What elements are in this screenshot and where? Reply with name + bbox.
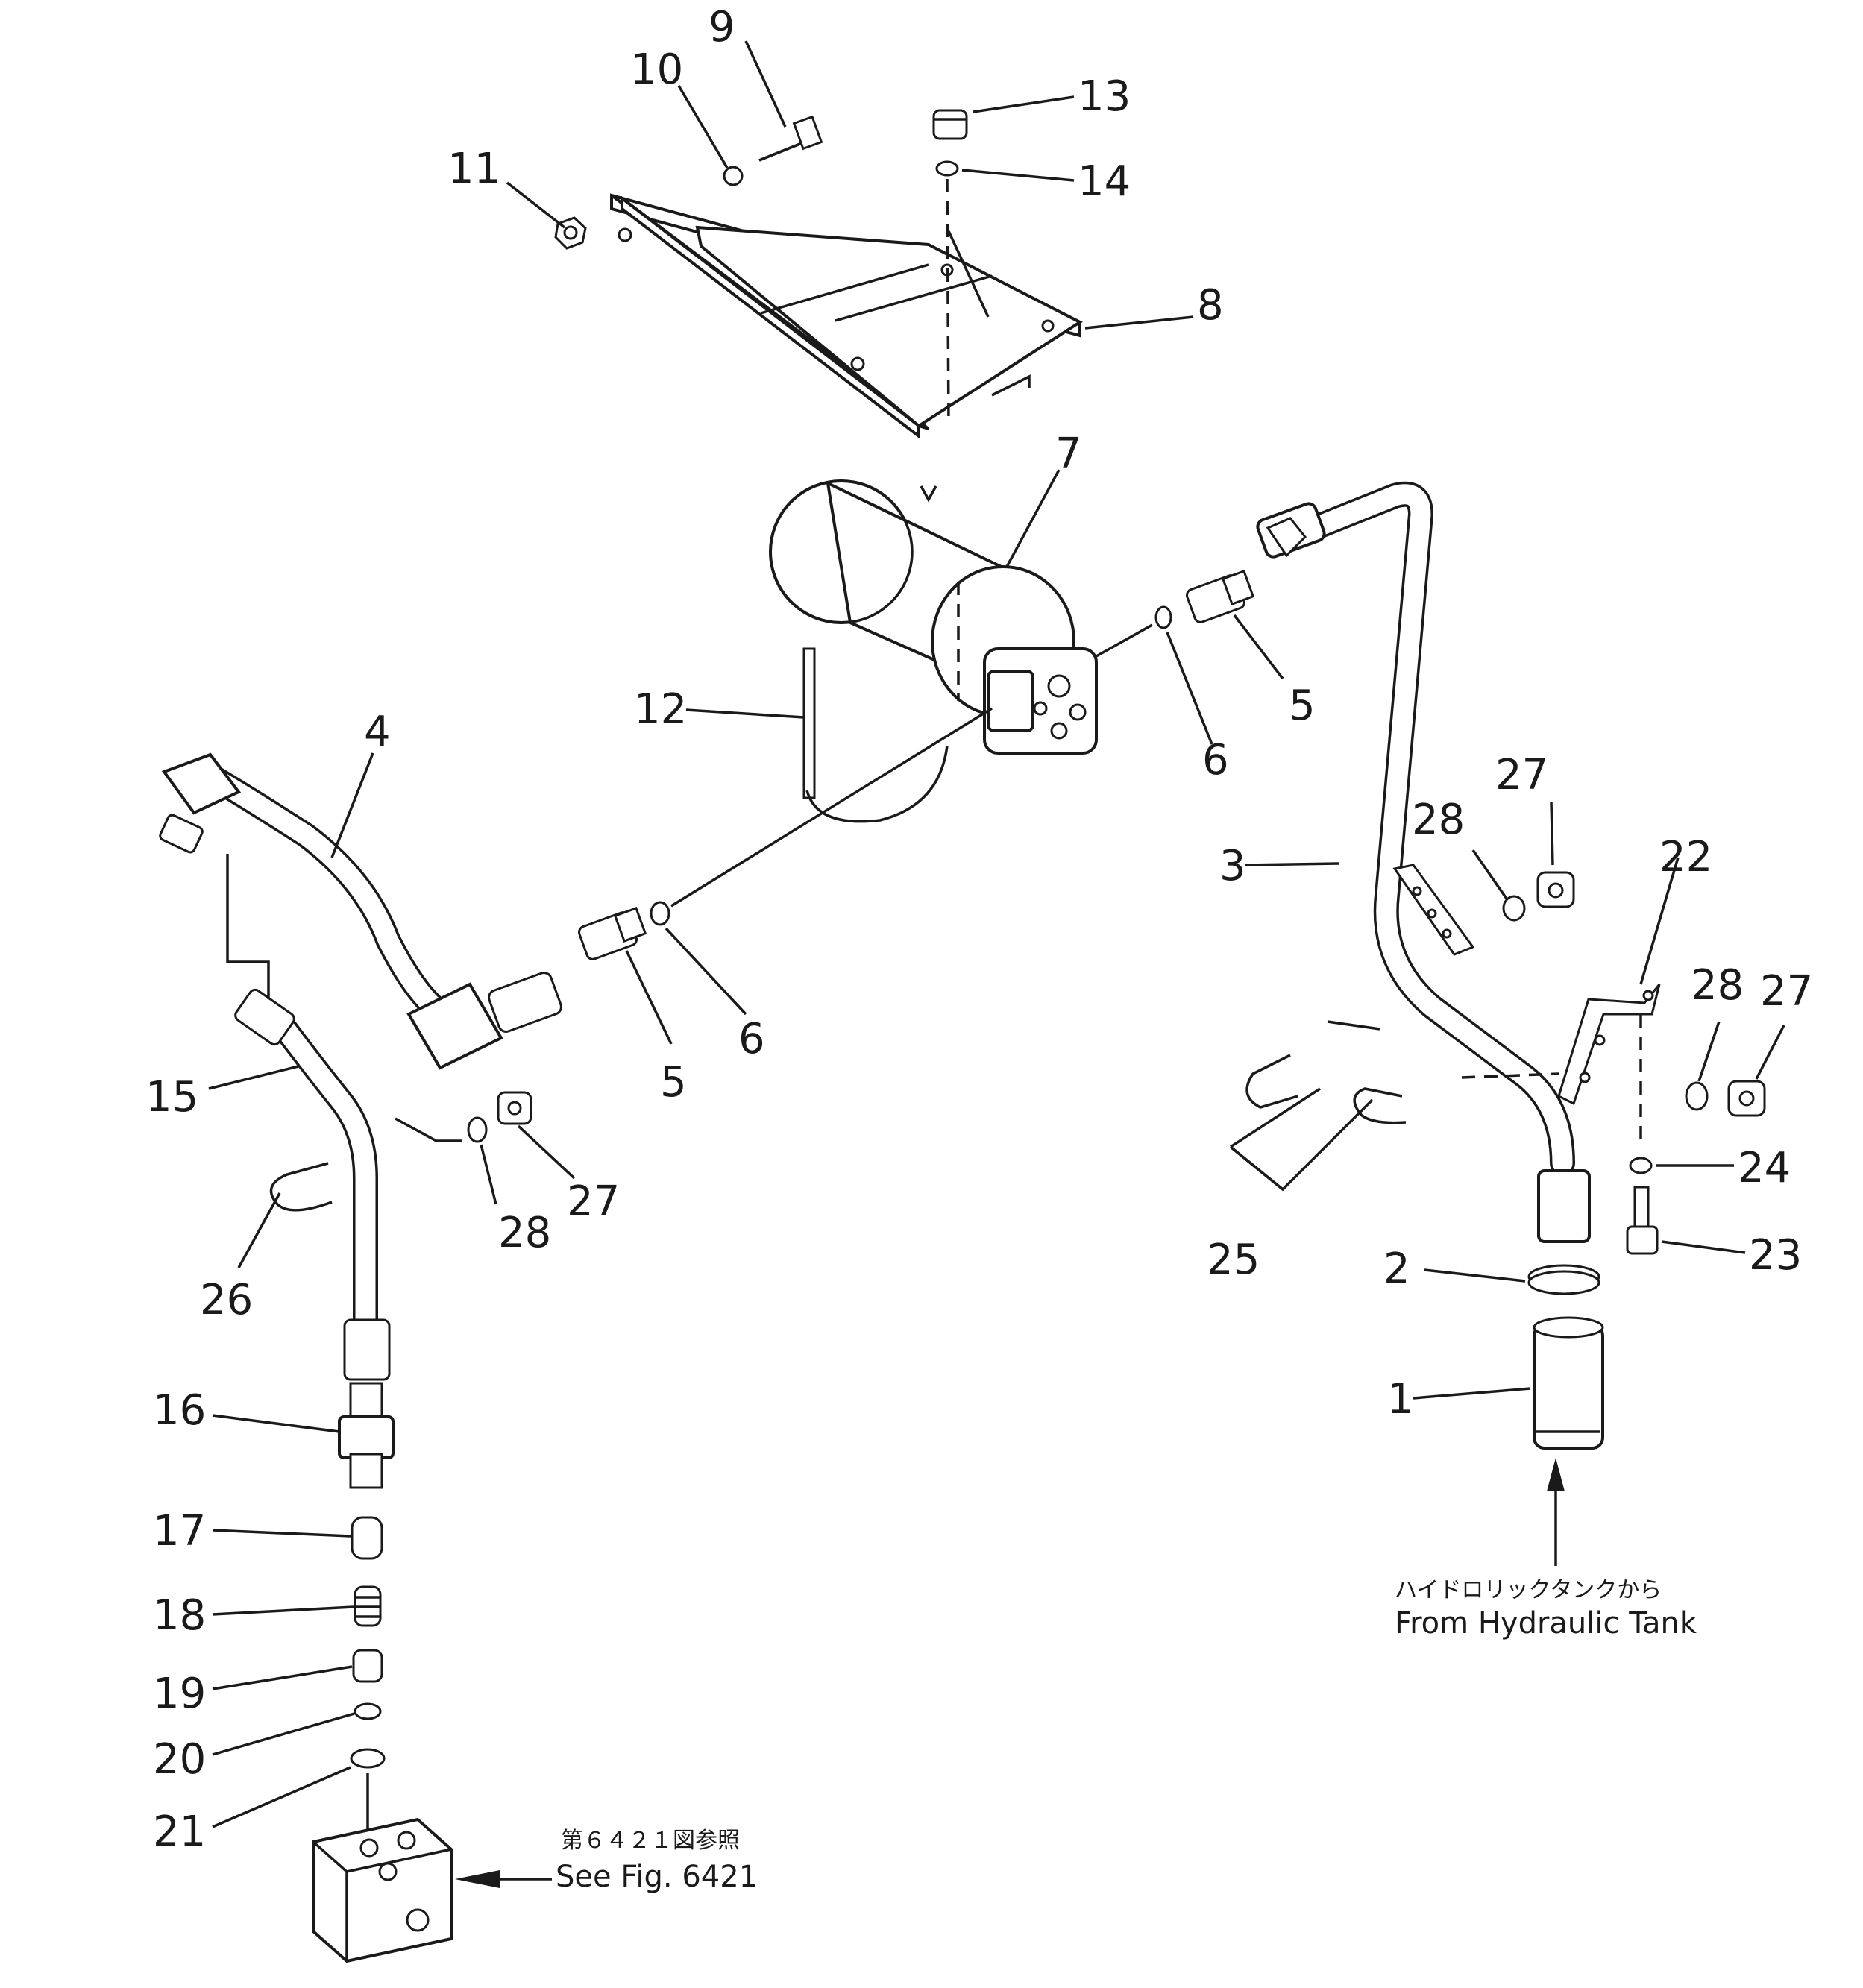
valve-plug: [351, 1516, 383, 1560]
o-ring: [1154, 605, 1172, 629]
pipe: [159, 752, 562, 1070]
washer: [1502, 895, 1526, 922]
part-label-6: 6: [738, 1015, 765, 1063]
nut: [1727, 1080, 1766, 1117]
part-label-28: 28: [498, 1209, 551, 1257]
washer: [467, 1116, 488, 1143]
part-label-10: 10: [630, 45, 683, 94]
assembly-line: [1096, 623, 1153, 658]
part-label-12: 12: [634, 685, 687, 734]
part-label-21: 21: [153, 1808, 206, 1856]
part-label-20: 20: [153, 1735, 206, 1784]
part-label-23: 23: [1749, 1231, 1802, 1280]
pump-motor: [769, 479, 1098, 755]
part-label-8: 8: [1197, 281, 1224, 330]
washer: [1685, 1081, 1709, 1111]
valve-seat: [352, 1649, 383, 1683]
part-label-13: 13: [1078, 72, 1131, 121]
washer: [354, 1702, 382, 1720]
flow-arrow: [1547, 1458, 1565, 1566]
part-label-7: 7: [1055, 430, 1082, 478]
clamp-plate: [1392, 864, 1475, 956]
part-label-25: 25: [1207, 1236, 1260, 1284]
part-label-26: 26: [200, 1276, 253, 1324]
part-label-28: 28: [1412, 796, 1465, 844]
lock-washer: [1629, 1157, 1653, 1174]
part-label-27: 27: [1760, 967, 1813, 1016]
part-label-17: 17: [153, 1507, 206, 1556]
elbow-connector: [1185, 570, 1255, 623]
nut: [1536, 871, 1575, 908]
pipe: [1256, 481, 1591, 1243]
spring: [354, 1585, 382, 1627]
part-label-24: 24: [1738, 1144, 1791, 1192]
part-label-1: 1: [1387, 1375, 1414, 1424]
u-bolt: [1353, 1087, 1407, 1124]
part-label-19: 19: [153, 1670, 206, 1718]
note-see-figure-jp: 第６４２１図参照: [561, 1828, 740, 1854]
u-bolt: [1245, 1054, 1298, 1109]
assembly-line: [670, 707, 993, 908]
part-label-3: 3: [1219, 842, 1246, 890]
part-label-27: 27: [567, 1177, 620, 1226]
u-bolt: [269, 1162, 333, 1212]
valve-block: [312, 1817, 453, 1963]
assembly-line: [1461, 1072, 1559, 1079]
part-label-5: 5: [1289, 682, 1316, 730]
part-label-11: 11: [447, 145, 500, 193]
part-label-28: 28: [1691, 961, 1744, 1010]
clamp-plate: [1557, 984, 1661, 1106]
mounting-bracket: [610, 193, 1084, 440]
leader-lines: [208, 40, 1785, 1828]
part-label-22: 22: [1659, 833, 1712, 881]
hose-clamp: [1527, 1264, 1600, 1295]
lock-washer: [935, 160, 959, 177]
note-see-figure: See Fig. 6421: [556, 1860, 758, 1894]
bolt: [758, 115, 823, 162]
o-ring: [350, 1748, 386, 1769]
part-number-labels: 9 10 11 13 14 8 7 12 5 6 4 5 6 27 28 3 2…: [145, 3, 1813, 1856]
part-label-4: 4: [364, 708, 391, 756]
hose: [226, 854, 391, 1381]
part-label-6: 6: [1202, 736, 1229, 784]
nut: [497, 1091, 532, 1125]
note-hydraulic-tank-jp: ハイドロリックタンクから: [1395, 1577, 1662, 1603]
assembly-line: [946, 178, 950, 426]
stud-bolt: [802, 647, 949, 823]
nut: [932, 109, 968, 140]
lock-washer: [723, 166, 744, 186]
o-ring: [650, 901, 670, 926]
suction-hose: [1533, 1316, 1604, 1450]
part-label-18: 18: [153, 1591, 206, 1640]
flow-arrow: [455, 1870, 552, 1888]
note-hydraulic-tank: From Hydraulic Tank: [1395, 1606, 1697, 1641]
elbow-connector: [577, 907, 647, 960]
part-label-5: 5: [660, 1058, 687, 1107]
bolt: [1626, 1186, 1659, 1255]
hydraulic-fitting: [338, 1382, 395, 1489]
part-label-16: 16: [153, 1386, 206, 1435]
part-label-14: 14: [1078, 157, 1131, 206]
part-label-2: 2: [1383, 1245, 1410, 1293]
part-label-15: 15: [145, 1073, 198, 1122]
part-label-9: 9: [709, 3, 735, 51]
part-label-27: 27: [1495, 751, 1548, 799]
